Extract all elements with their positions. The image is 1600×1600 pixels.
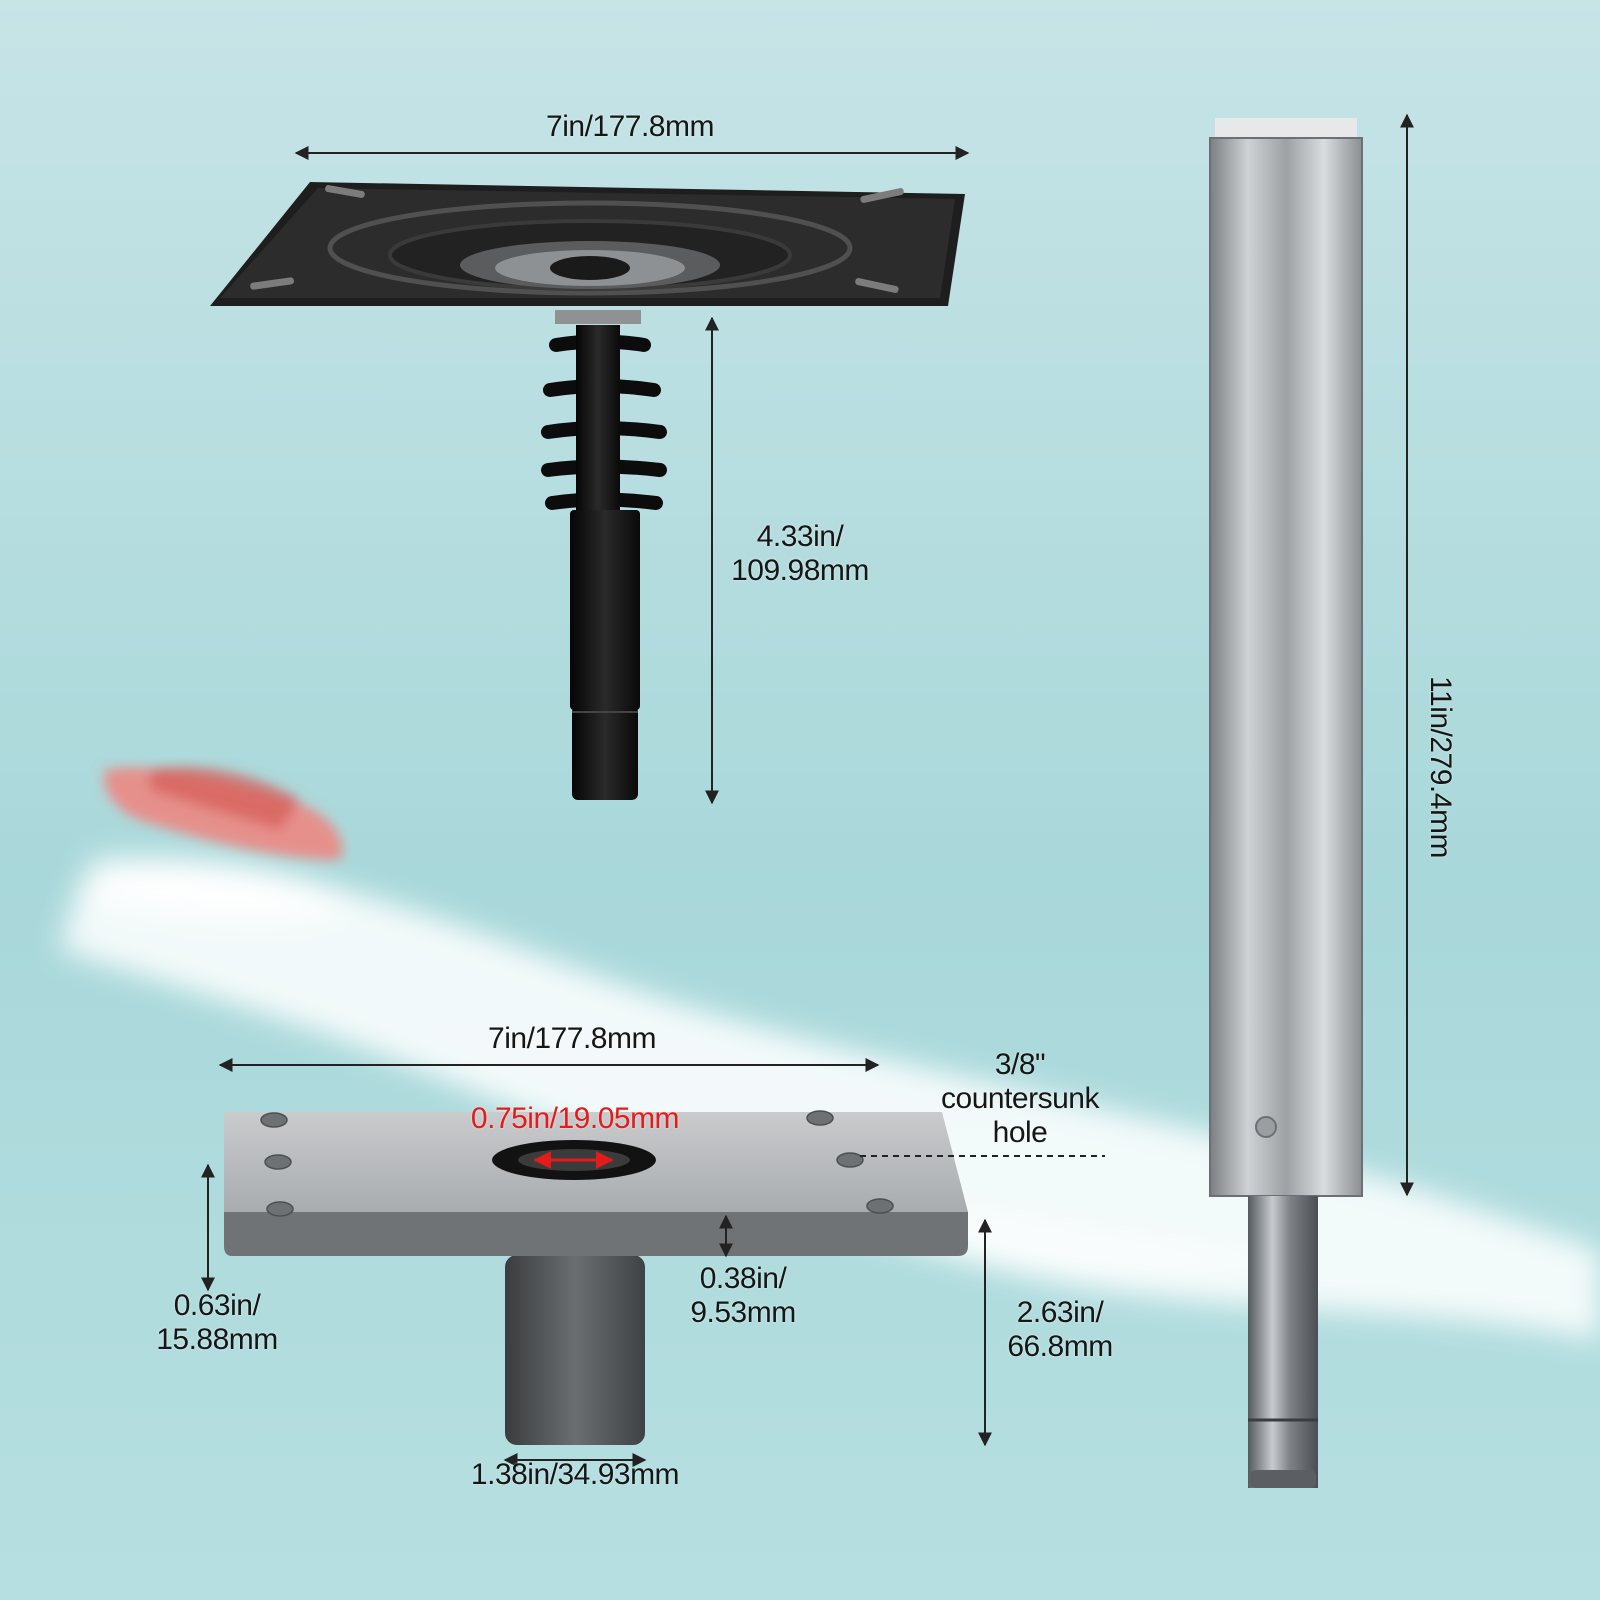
swivel-height-line1: 4.33in/	[756, 520, 844, 553]
swivel-stem	[570, 510, 640, 710]
pedestal-tube	[1210, 138, 1362, 1196]
swivel-width-label: 7in/177.8mm	[546, 110, 714, 143]
boat-wake	[60, 857, 1600, 1340]
pedestal-length-label: 11in/279.4mm	[1424, 676, 1457, 858]
pedestal-lower-shaft	[1248, 1196, 1318, 1488]
center-hole-label: 0.75in/19.05mm	[470, 1102, 680, 1135]
rim-height-line2: 9.53mm	[690, 1296, 796, 1329]
plate-thickness-line2: 15.88mm	[156, 1323, 278, 1356]
post-height-line1: 2.63in/	[1016, 1296, 1104, 1329]
base-plate-rim	[224, 1212, 968, 1256]
base-width-label: 7in/177.8mm	[488, 1022, 656, 1055]
post-height-label: 2.63in/ 66.8mm	[985, 1296, 1135, 1364]
countersunk-note-line3: hole	[992, 1116, 1048, 1149]
pedestal-post	[1209, 118, 1363, 1488]
base-plate	[224, 1110, 968, 1445]
dimension-lines	[201, 113, 1414, 1467]
plate-thickness-line1: 0.63in/	[173, 1289, 261, 1322]
swivel-height-label: 4.33in/ 109.98mm	[710, 520, 890, 588]
plate-thickness-label: 0.63in/ 15.88mm	[142, 1289, 292, 1357]
countersunk-note: 3/8" countersunk hole	[915, 1048, 1125, 1150]
pedestal-pin-hole	[1255, 1116, 1277, 1138]
rim-height-line1: 0.38in/	[699, 1262, 787, 1295]
boat	[104, 766, 343, 860]
swivel-mount	[210, 182, 965, 800]
post-diameter-label: 1.38in/34.93mm	[470, 1458, 680, 1491]
post-height-line2: 66.8mm	[1007, 1330, 1113, 1363]
countersunk-note-line2: countersunk	[941, 1082, 1099, 1115]
countersunk-note-line1: 3/8"	[994, 1048, 1046, 1081]
swivel-height-line2: 109.98mm	[731, 554, 869, 587]
base-post	[505, 1255, 645, 1445]
rim-height-label: 0.38in/ 9.53mm	[668, 1262, 818, 1330]
